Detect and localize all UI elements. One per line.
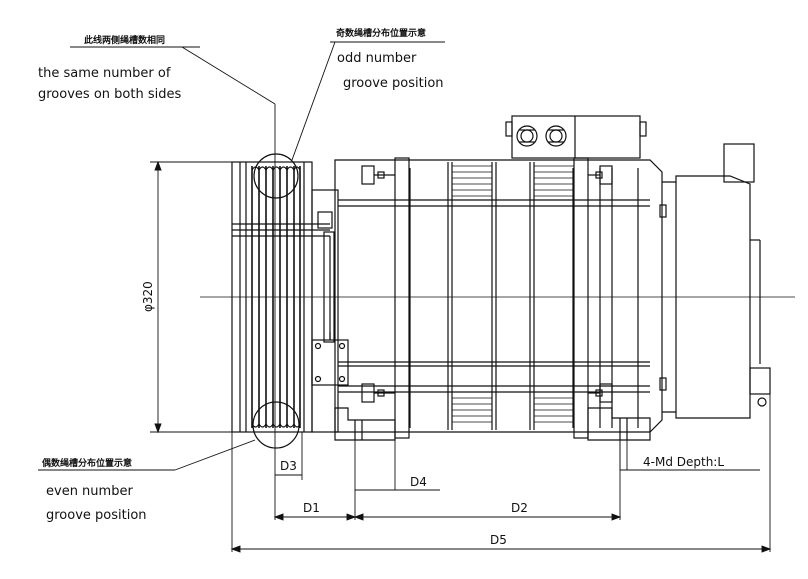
dimension-d3-label: D3 (280, 459, 297, 473)
terminal-box (505, 115, 647, 159)
hatch-upper (452, 165, 574, 197)
bolts-top (361, 165, 613, 185)
dimension-d2-label: D2 (511, 501, 528, 515)
encoder-box (311, 332, 349, 386)
diameter-label: φ320 (141, 281, 155, 312)
hub (311, 189, 339, 433)
even-groove-detail-circle (252, 401, 300, 449)
dimension-d4-label: D4 (410, 475, 427, 489)
dimension-lines (150, 160, 772, 553)
mounting-feet (334, 407, 651, 441)
same-grooves-label-line2: grooves on both sides (38, 87, 181, 102)
odd-groove-label-line2: groove position (343, 76, 444, 91)
odd-groove-label-cn: 奇数绳槽分布位置示意 (336, 27, 426, 39)
cable-gland-right (545, 125, 567, 147)
dimension-d1-label: D1 (303, 501, 320, 515)
even-groove-label-cn: 偶数绳槽分布位置示意 (42, 457, 132, 469)
hatch-lower (452, 397, 574, 423)
same-grooves-label-line1: the same number of (38, 66, 171, 81)
leader-lines (38, 41, 445, 520)
odd-groove-label-line1: odd number (337, 51, 417, 66)
even-groove-label-line1: even number (46, 484, 133, 499)
traction-sheave (231, 153, 330, 449)
odd-groove-detail-circle (253, 153, 299, 199)
same-grooves-label-cn: 此线两侧绳槽数相同 (84, 34, 165, 46)
even-groove-label-line2: groove position (46, 508, 147, 523)
mounting-holes-label: 4-Md Depth:L (643, 455, 724, 469)
rear-housing (659, 143, 771, 419)
cable-gland-left (516, 125, 538, 147)
dimension-d5-label: D5 (490, 533, 507, 547)
bolts-bottom (361, 383, 613, 403)
